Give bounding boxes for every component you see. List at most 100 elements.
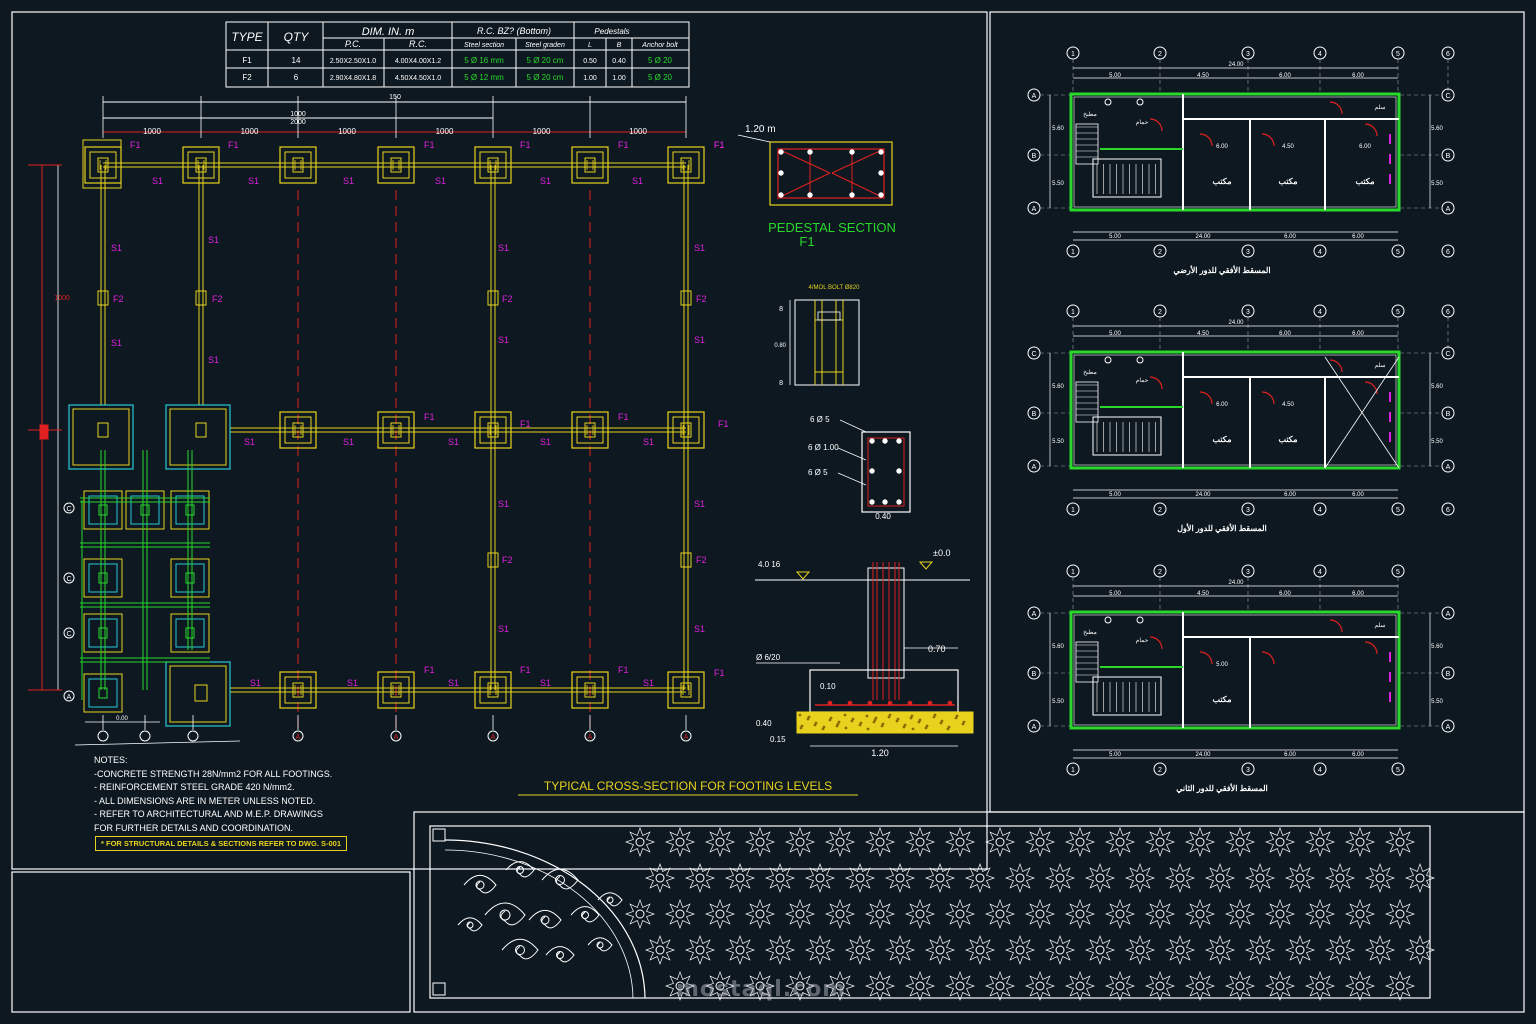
pattern-star (1224, 826, 1256, 858)
pattern-star-center (1275, 837, 1285, 847)
rebar-dot (907, 700, 913, 706)
pattern-star (744, 898, 776, 930)
grid-bubble-side (1441, 459, 1455, 473)
pedestal-rebar-cage (777, 148, 885, 199)
bolt-title: 4/MOL BOLT Ø820 (809, 285, 861, 291)
pattern-star-center (1315, 981, 1325, 991)
stair-outline (1075, 381, 1099, 423)
column-section-detail: 6 Ø 56 Ø 1.006 Ø 50.40 (808, 415, 911, 521)
small-footing (83, 673, 123, 713)
pattern-star-center (1035, 837, 1045, 847)
grid-bubble (1153, 762, 1167, 776)
aggregate-dot (828, 718, 832, 722)
rebar-dot (878, 192, 884, 198)
pattern-star (1184, 970, 1216, 1002)
floral-scroll (505, 861, 535, 878)
strap-label-s1: S1 (244, 437, 255, 447)
grid-bubble-label: 3 (1246, 309, 1250, 316)
footing-outer (377, 146, 415, 184)
table-subheader: Steel graden (525, 42, 565, 49)
pattern-star-center (695, 873, 705, 883)
footing-label-f1: F1 (130, 140, 141, 150)
wall-inner-line (1073, 354, 1397, 466)
pattern-star-center (1275, 909, 1285, 919)
footing-inner (672, 416, 700, 444)
floral-bud (499, 909, 511, 921)
leader-line (837, 447, 867, 461)
grid-bubble-label: 5 (1396, 569, 1400, 576)
pattern-star (1104, 970, 1136, 1002)
pattern-star-center (915, 981, 925, 991)
pattern-star-center (1215, 945, 1225, 955)
pattern-star (1304, 826, 1336, 858)
pattern-star-center (835, 837, 845, 847)
footing-label-f1: F1 (718, 419, 729, 429)
door-swing (1149, 376, 1163, 390)
grid-bubble-label: 3 (1246, 51, 1250, 58)
dim-label: 6.00 (1352, 752, 1364, 758)
pattern-star-center (975, 945, 985, 955)
grid-bubble (584, 730, 596, 742)
grid-bubble-side (1441, 666, 1455, 680)
strap-label-s1: S1 (152, 176, 163, 186)
pattern-star (864, 826, 896, 858)
pattern-star-center (715, 837, 725, 847)
pattern-star (824, 826, 856, 858)
footing-f2 (195, 290, 207, 306)
pattern-star (1024, 826, 1056, 858)
pattern-star-center (1355, 837, 1365, 847)
pattern-star-center (755, 909, 765, 919)
pattern-star (784, 970, 816, 1002)
pattern-star-center (1395, 837, 1405, 847)
table-subheader: P.C. (345, 39, 361, 49)
pattern-star-center (795, 981, 805, 991)
door-swing (1261, 133, 1275, 147)
pattern-star-center (915, 837, 925, 847)
footing-inner (672, 151, 700, 179)
pattern-star-center (1035, 909, 1045, 919)
pattern-star-center (995, 981, 1005, 991)
door-swing (1329, 101, 1343, 115)
grid-bubble (487, 730, 499, 742)
corner-mark (432, 982, 446, 996)
pattern-star (1364, 934, 1396, 966)
rebar-dot (896, 499, 902, 505)
small-column (98, 687, 108, 699)
grid-bubble-label: A (1032, 464, 1037, 471)
rebar-dot (878, 149, 884, 155)
footing-inner (382, 676, 410, 704)
pattern-star (724, 862, 756, 894)
strap-label-s1: S1 (448, 678, 459, 688)
aggregate-dot (962, 720, 966, 724)
grid-bubble-left-label: A (67, 694, 72, 701)
pedestal-outline (769, 141, 893, 206)
pattern-star-center (875, 981, 885, 991)
grid-bubble-label: 2 (1158, 507, 1162, 514)
pattern-star (884, 862, 916, 894)
grid-bubble-label: 2 (1158, 569, 1162, 576)
grid-bubble-label: 5 (1396, 249, 1400, 256)
grid-bubble-left-label: C (66, 631, 71, 638)
pattern-star (664, 898, 696, 930)
rebar-dot (927, 700, 933, 706)
small-room-label: مطبخ (1083, 111, 1097, 118)
table-subheader: L (588, 42, 592, 49)
rebar-dot (947, 700, 953, 706)
pattern-star (1304, 970, 1336, 1002)
footing-f2 (680, 552, 692, 568)
dim-overall: 24.00 (1228, 320, 1244, 326)
grid-bubble (1391, 502, 1405, 516)
footing-outer (667, 146, 705, 184)
pattern-star (984, 898, 1016, 930)
pattern-star-center (1355, 981, 1365, 991)
grid-bubble-label: 2 (1158, 249, 1162, 256)
strap-label-s1: S1 (498, 243, 509, 253)
footing-label-f2: F2 (502, 555, 513, 565)
pattern-star (1284, 934, 1316, 966)
islamic-pattern-panel (432, 826, 1436, 1002)
pattern-star (704, 970, 736, 1002)
pattern-star (744, 826, 776, 858)
table-cell-qty: 14 (292, 56, 301, 65)
